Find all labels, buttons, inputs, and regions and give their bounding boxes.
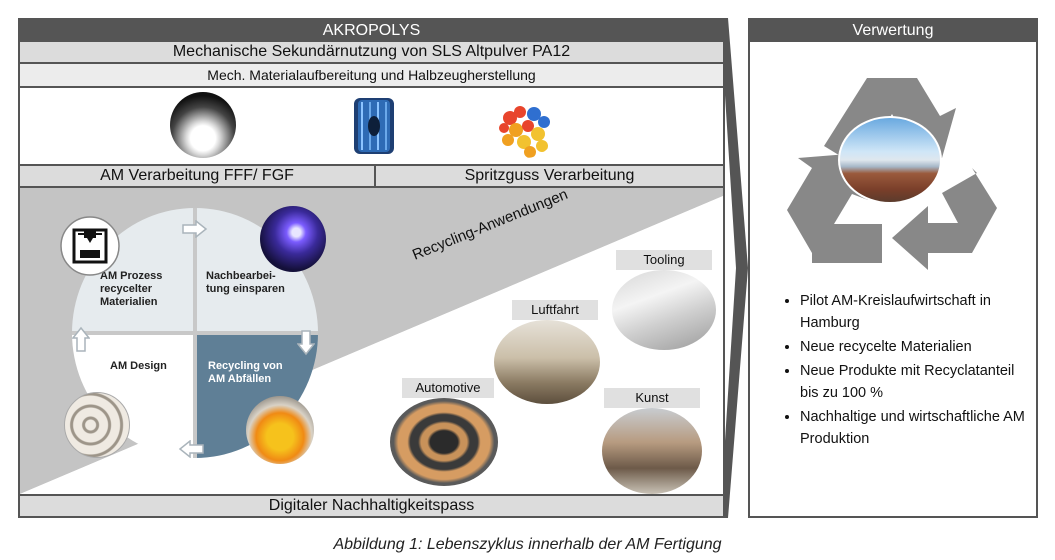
am-design-structure-image — [64, 392, 130, 458]
connector-arrow — [722, 18, 748, 518]
tag-tooling: Tooling — [616, 250, 712, 270]
benefit-item: Neue recycelte Materialien — [800, 336, 1026, 358]
quadrant-label-am-prozess: AM Prozess recycelter Materialien — [100, 270, 163, 308]
quadrant-label-nachbearbeitung: Nachbearbei-tung einsparen — [206, 270, 285, 295]
process-fff-fgf: AM Verarbeitung FFF/ FGF — [20, 166, 376, 186]
quadrant-label-recycling: Recycling von AM Abfällen — [208, 360, 283, 385]
benefit-item: Pilot AM-Kreislaufwirtschaft in Hamburg — [800, 290, 1026, 334]
left-panel: AKROPOLYS Mechanische Sekundärnutzung vo… — [18, 18, 725, 518]
footer-bar: Digitaler Nachhaltigkeitspass — [20, 494, 723, 516]
benefit-item: Nachhaltige und wirtschaftliche AM Produ… — [800, 406, 1026, 450]
3d-printer-icon — [60, 216, 120, 276]
cycle-divider-h — [72, 331, 318, 335]
tag-kunst: Kunst — [604, 388, 700, 408]
subheader-bar: Mech. Materialaufbereitung und Halbzeugh… — [20, 64, 723, 88]
laser-process-image — [260, 206, 326, 272]
powder-image — [170, 92, 236, 158]
figure-caption: Abbildung 1: Lebenszyklus innerhalb der … — [333, 536, 722, 553]
am-waste-image — [246, 396, 314, 464]
art-sculpture-image — [602, 408, 702, 494]
arrow-up-icon — [72, 326, 90, 352]
filament-spool-image — [354, 98, 394, 154]
aircraft-cabin-image — [494, 320, 600, 404]
panel-title: AKROPOLYS — [20, 20, 723, 42]
tooling-image — [612, 270, 716, 350]
subtitle-bar: Mechanische Sekundärnutzung von SLS Altp… — [20, 42, 723, 64]
right-panel-title: Verwertung — [750, 20, 1036, 42]
tag-automotive: Automotive — [402, 378, 494, 398]
process-bar: AM Verarbeitung FFF/ FGF Spritzguss Vera… — [20, 164, 723, 188]
hamburg-building-image — [838, 116, 942, 204]
arrow-right-icon — [182, 220, 208, 238]
tag-luftfahrt: Luftfahrt — [512, 300, 598, 320]
benefits-list: Pilot AM-Kreislaufwirtschaft in Hamburg … — [776, 290, 1026, 452]
granulate-image — [493, 94, 557, 158]
arrow-down-icon — [297, 330, 315, 356]
quadrant-label-am-design: AM Design — [110, 360, 167, 372]
right-panel: Verwertung Pilot AM-Kreislaufwirtschaft … — [748, 18, 1038, 518]
process-injection-molding: Spritzguss Verarbeitung — [464, 167, 635, 184]
arrow-left-icon — [178, 440, 204, 458]
automotive-steering-image — [390, 398, 498, 486]
benefit-item: Neue Produkte mit Recyclatanteil bis zu … — [800, 360, 1026, 404]
